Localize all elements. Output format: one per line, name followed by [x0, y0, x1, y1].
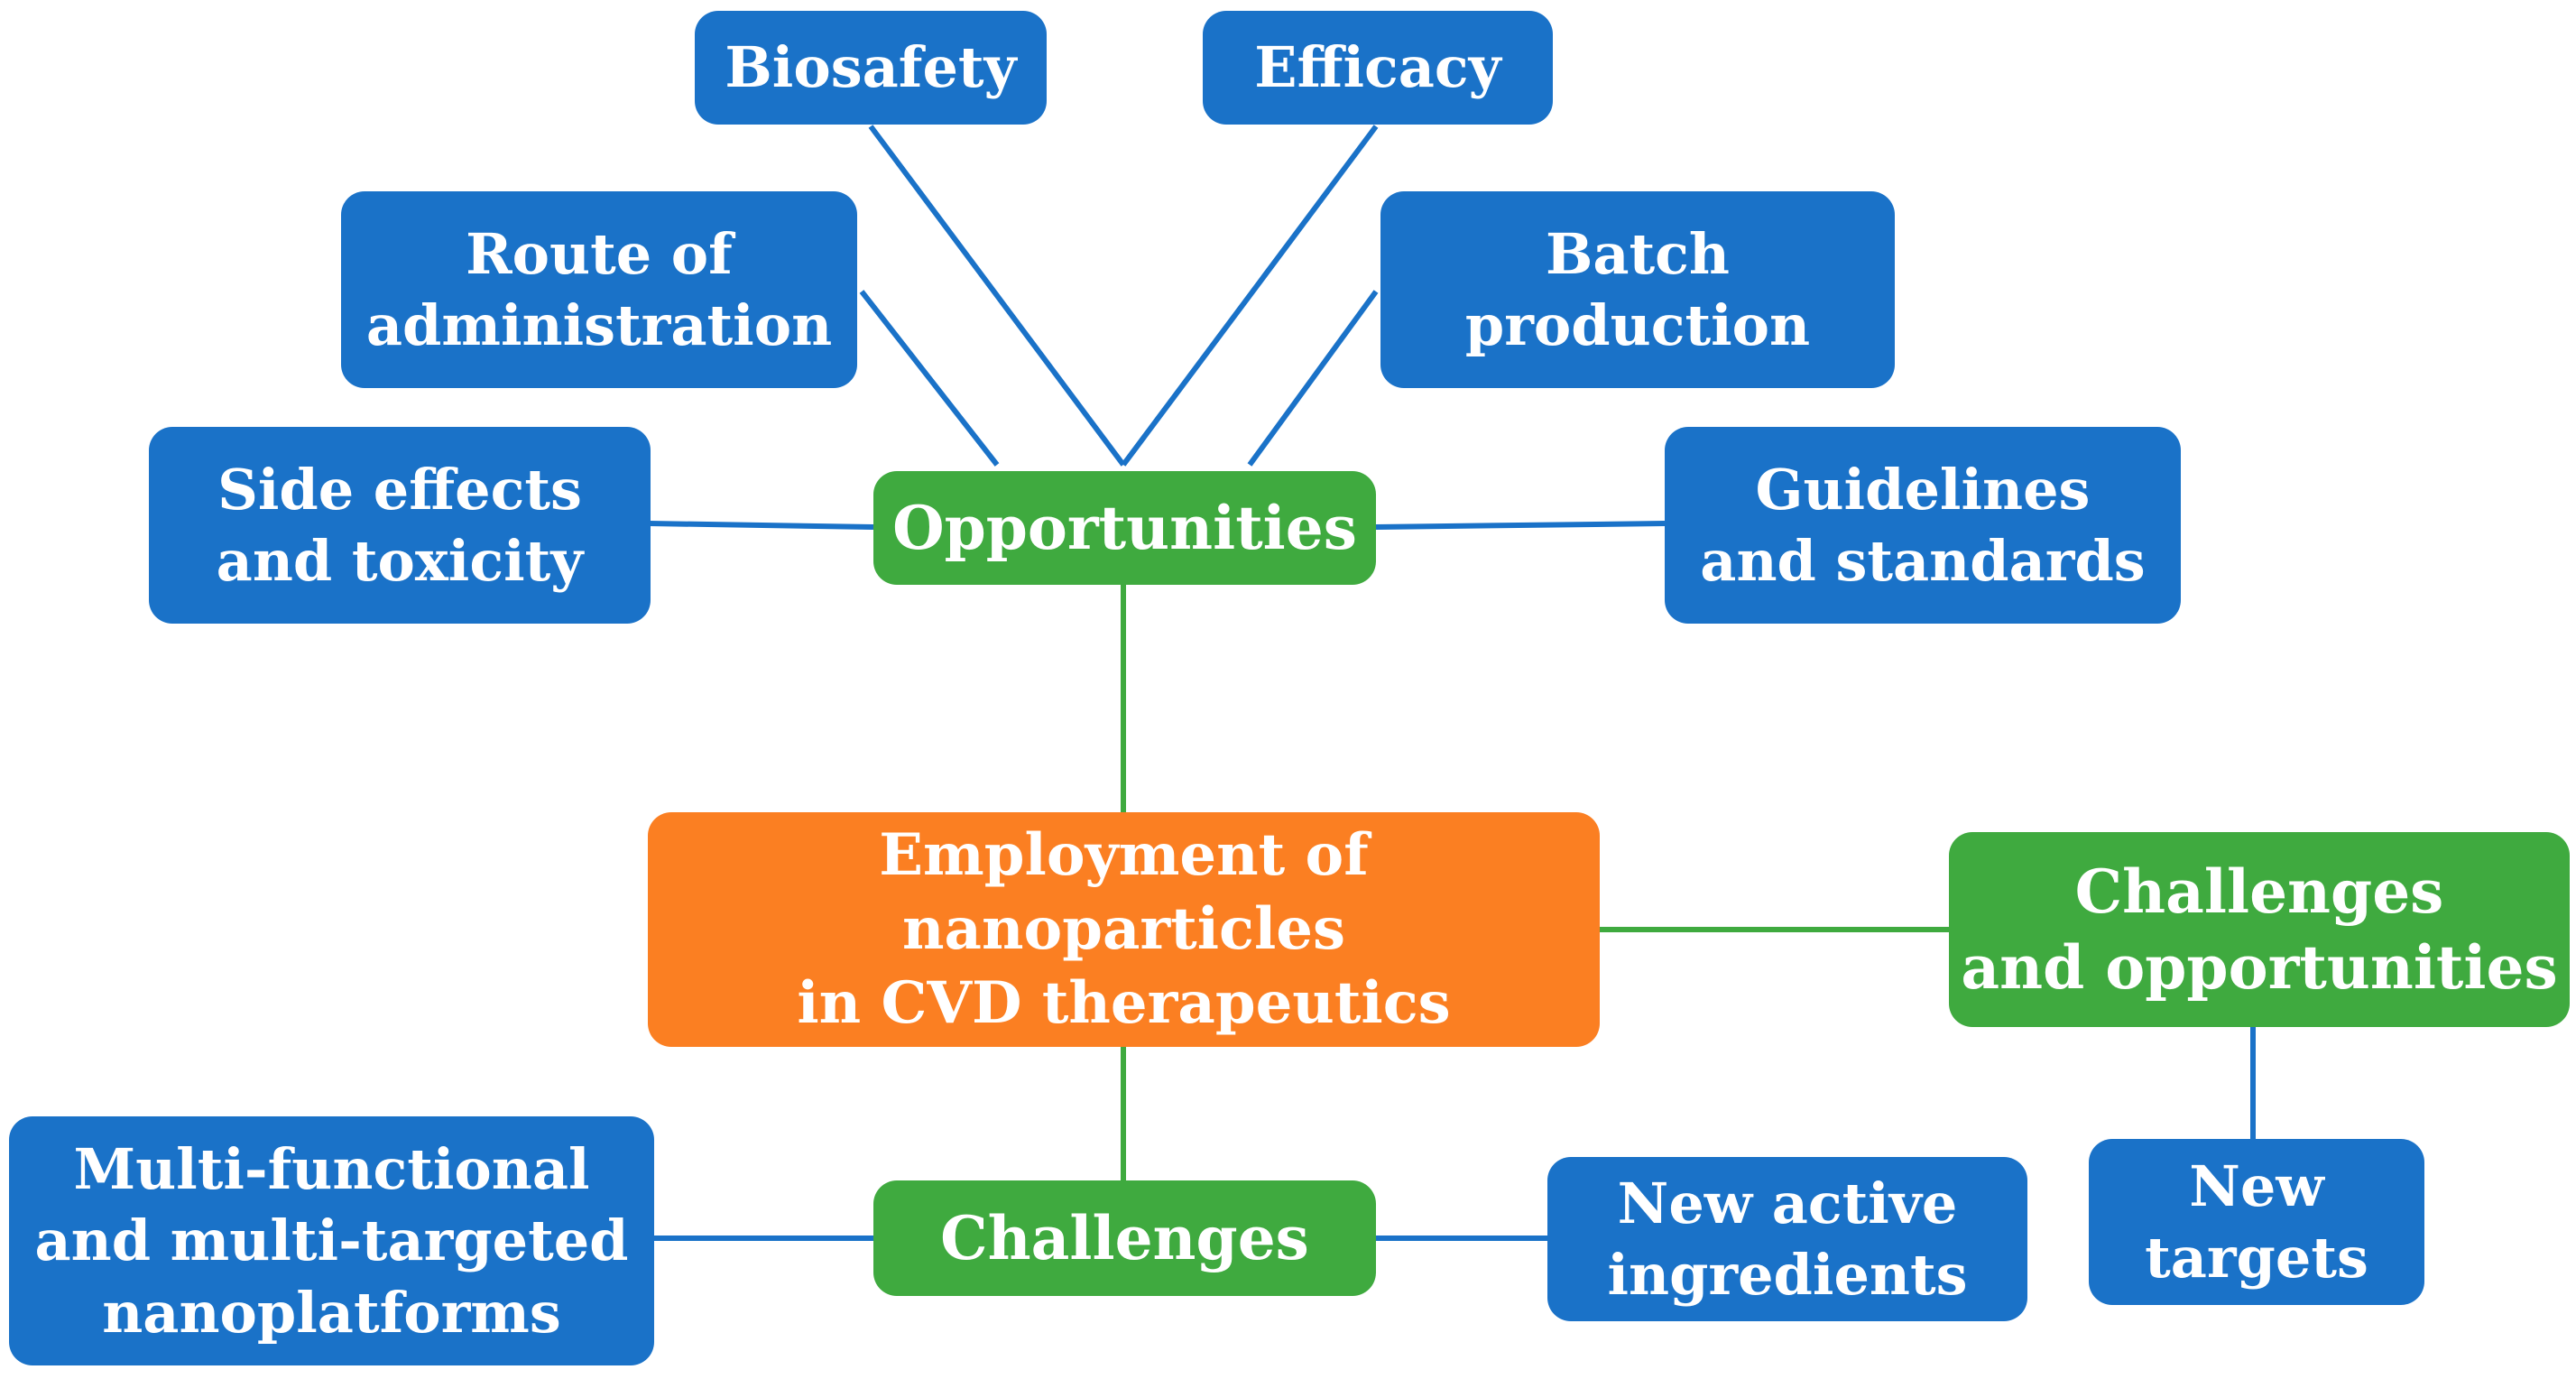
batch-production-label: Batch production — [1464, 220, 1811, 358]
challenges-and-opportunities-hub: Challenges and opportunities — [1949, 832, 2570, 1027]
route-of-administration-box: Route of administration — [341, 191, 857, 388]
biosafety-label: Biosafety — [725, 34, 1017, 101]
center-topic-box: Employment of nanoparticles in CVD thera… — [648, 812, 1600, 1047]
guidelines-label: Guidelines and standards — [1700, 456, 2146, 594]
biosafety-box: Biosafety — [695, 11, 1047, 125]
connector-route — [859, 290, 1000, 467]
new-targets-label: New targets — [2145, 1152, 2368, 1291]
batch-production-box: Batch production — [1380, 191, 1895, 388]
connector-batch — [1247, 290, 1379, 467]
challenges-and-opportunities-label: Challenges and opportunities — [1961, 856, 2558, 1003]
new-active-ingredients-box: New active ingredients — [1547, 1157, 2027, 1321]
new-targets-box: New targets — [2089, 1139, 2424, 1305]
multi-functional-label: Multi-functional and multi-targeted nano… — [34, 1135, 629, 1346]
connector-guidelines — [1375, 521, 1666, 530]
center-topic-label: Employment of nanoparticles in CVD thera… — [797, 821, 1451, 1037]
efficacy-box: Efficacy — [1203, 11, 1553, 125]
side-effects-label: Side effects and toxicity — [216, 456, 584, 594]
opportunities-label: Opportunities — [892, 492, 1357, 563]
guidelines-box: Guidelines and standards — [1665, 427, 2181, 624]
new-active-ingredients-label: New active ingredients — [1607, 1170, 1968, 1308]
multi-functional-box: Multi-functional and multi-targeted nano… — [9, 1116, 654, 1365]
opportunities-hub: Opportunities — [873, 471, 1376, 585]
connector-biosafety — [868, 125, 1126, 467]
side-effects-box: Side effects and toxicity — [149, 427, 651, 624]
challenges-hub: Challenges — [873, 1180, 1376, 1296]
route-of-administration-label: Route of administration — [365, 220, 833, 358]
connector-efficacy — [1121, 125, 1379, 467]
efficacy-label: Efficacy — [1254, 34, 1501, 101]
challenges-label: Challenges — [940, 1202, 1309, 1273]
connector-side-effects — [649, 521, 874, 530]
